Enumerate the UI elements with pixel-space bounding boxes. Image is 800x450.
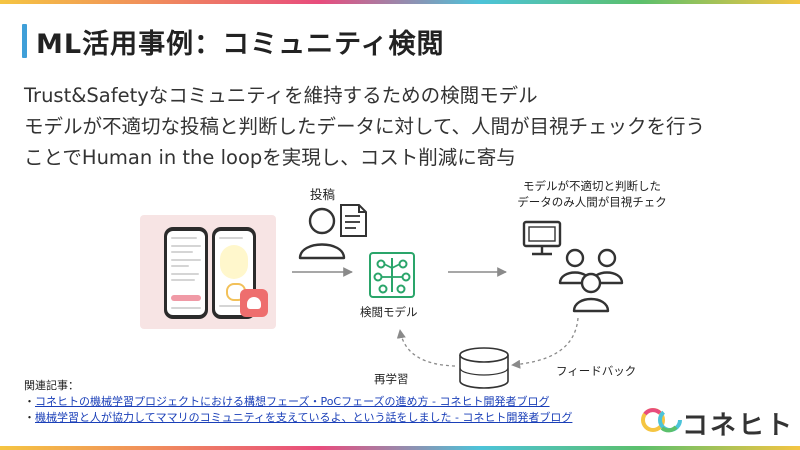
top-color-stripe (0, 0, 800, 4)
slide-description: Trust&Safetyなコミュニティを維持するための検閲モデル モデルが不適切… (24, 80, 784, 173)
related-article-item-2: ・機械学習と人が協力してママリのコミュニティを支えているよ、という話をしました … (24, 410, 572, 426)
retrain-label: 再学習 (374, 372, 409, 386)
title-accent-bar (22, 24, 27, 58)
app-screenshot-image (140, 215, 276, 329)
bullet: ・ (24, 411, 35, 424)
mamari-app-icon (240, 289, 268, 317)
related-article-link-1[interactable]: コネヒトの機械学習プロジェクトにおける構想フェーズ・PoCフェーズの進め方 - … (35, 395, 550, 408)
feedback-label: フィードバック (556, 364, 637, 378)
ml-model-brain-icon (369, 252, 415, 298)
monitor-icon (522, 220, 562, 256)
slide-title: ML活用事例：コミュニティ検閲 (36, 29, 445, 60)
konehito-logo-mark (641, 408, 682, 433)
company-logo-text: コネヒト (682, 411, 795, 441)
bullet: ・ (24, 395, 35, 408)
model-label: 検閲モデル (360, 305, 418, 319)
database-icon (459, 347, 509, 389)
related-articles: 関連記事： ・コネヒトの機械学習プロジェクトにおける構想フェーズ・PoCフェーズ… (24, 378, 572, 426)
description-line-2: モデルが不適切な投稿と判断したデータに対して、人間が目視チェックを行う (24, 115, 705, 138)
phone-mockup-left (164, 227, 208, 319)
description-line-1: Trust&Safetyなコミュニティを維持するための検閲モデル (24, 84, 538, 107)
document-icon (340, 204, 367, 237)
arrow-feedback (511, 317, 579, 369)
post-user-icon (298, 207, 346, 260)
related-article-item-1: ・コネヒトの機械学習プロジェクトにおける構想フェーズ・PoCフェーズの進め方 -… (24, 394, 572, 410)
human-check-label: モデルが不適切と判断した データのみ人間が目視チェク (512, 178, 672, 210)
post-label: 投稿 (310, 187, 336, 202)
related-article-link-2[interactable]: 機械学習と人が協力してママリのコミュニティを支えているよ、という話をしました -… (35, 411, 573, 424)
human-check-label-line-2: データのみ人間が目視チェク (517, 195, 667, 209)
related-articles-heading: 関連記事： (24, 379, 79, 392)
description-line-3: ことでHuman in the loopを実現し、コスト削減に寄与 (24, 146, 516, 169)
human-check-label-line-1: モデルが不適切と判断した (523, 179, 661, 193)
arrow-retrain (396, 329, 456, 367)
human-reviewers-icon (558, 248, 624, 313)
company-logo: コネヒト (634, 402, 794, 441)
bottom-color-stripe (0, 446, 800, 450)
